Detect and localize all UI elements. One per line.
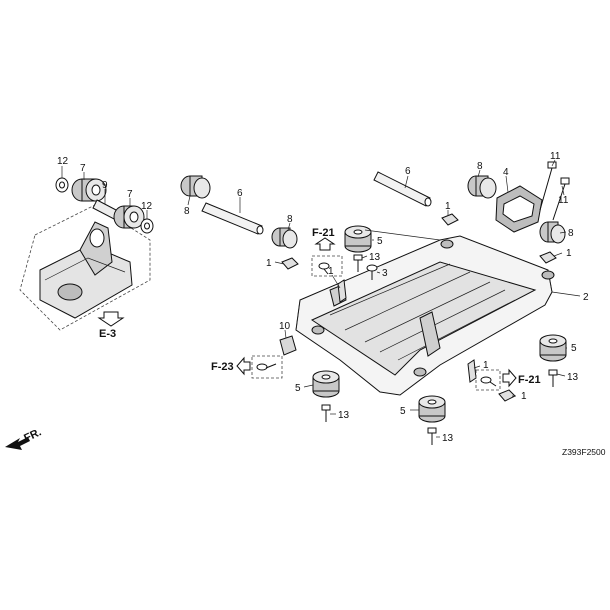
callout-13: 13	[338, 410, 350, 421]
callout-1: 1	[521, 391, 527, 402]
callout-12: 12	[141, 201, 153, 212]
rubber-mount-5-bottom	[418, 395, 446, 423]
callout-1: 1	[266, 258, 272, 269]
main-frame-2	[295, 235, 555, 396]
bushing-8-right	[539, 221, 566, 244]
callout-8: 8	[287, 214, 293, 225]
bolt-13-bottom	[427, 427, 437, 445]
pipe-6-right	[373, 171, 432, 207]
callout-5: 5	[295, 383, 301, 394]
fastener-box-f21-upper	[311, 255, 343, 277]
callout-5: 5	[400, 406, 406, 417]
pipe-6-left	[201, 202, 264, 235]
diagram-code: Z393F2500	[562, 447, 606, 457]
callout-9: 9	[102, 180, 108, 191]
callout-5: 5	[571, 343, 577, 354]
callout-7: 7	[80, 163, 86, 174]
svg-text:FR.: FR.	[22, 426, 43, 444]
bushing-7-left	[71, 178, 107, 202]
callout-1: 1	[566, 248, 572, 259]
nut-1-upper-left	[281, 257, 299, 270]
bushing-8-center	[271, 227, 298, 249]
nut-1-lower	[498, 389, 516, 402]
rubber-mount-5-right	[539, 334, 567, 362]
callout-1: 1	[483, 360, 489, 371]
bolt-11-upper	[539, 161, 557, 211]
nut-1-upper-right	[441, 213, 459, 226]
callout-8: 8	[184, 206, 190, 217]
callout-13: 13	[442, 433, 454, 444]
svg-text:E-3: E-3	[99, 328, 116, 340]
svg-text:F-21: F-21	[312, 227, 335, 239]
nut-1-lower-right	[467, 359, 477, 383]
fastener-box-f21-lower	[475, 369, 501, 391]
callout-10: 10	[279, 321, 291, 332]
ref-f21-upper: F-21	[312, 227, 336, 251]
front-direction-arrow: FR.	[5, 426, 43, 450]
callout-12: 12	[57, 156, 69, 167]
washer-12-left	[55, 177, 69, 193]
callout-2: 2	[583, 292, 589, 303]
callout-13: 13	[369, 252, 381, 263]
callout-7: 7	[127, 189, 133, 200]
callout-13: 13	[567, 372, 579, 383]
svg-text:F-21: F-21	[518, 374, 541, 386]
bolt-13-upper	[353, 254, 363, 272]
ref-f21-lower: F-21	[502, 368, 541, 388]
bolt-13-right	[548, 369, 558, 387]
rubber-mount-5-upper	[344, 225, 372, 253]
callout-6: 6	[237, 188, 243, 199]
svg-text:F-23: F-23	[211, 361, 234, 373]
nut-1-right	[539, 251, 557, 264]
screw-3	[366, 264, 378, 280]
callout-3: 3	[382, 268, 388, 279]
fastener-box-f23	[251, 355, 283, 379]
callouts: 12 7 9 7 12 8 6 8 6 8 4 11 11 8 1 1 1 1 …	[57, 151, 589, 444]
nut-1-center	[337, 279, 347, 303]
callout-5: 5	[377, 236, 383, 247]
bushing-8-upper-left	[180, 175, 211, 199]
ref-e3: E-3	[97, 311, 125, 340]
bolt-13-left	[321, 404, 331, 422]
callout-1: 1	[328, 266, 334, 277]
mount-bracket-4	[467, 175, 543, 233]
mount-assembly-left	[19, 204, 151, 331]
callout-4: 4	[503, 167, 509, 178]
leader-lines	[61, 159, 581, 438]
callout-11: 11	[558, 195, 569, 206]
callout-11: 11	[550, 151, 561, 162]
callout-1: 1	[445, 201, 451, 212]
ref-f23: F-23	[211, 356, 251, 376]
clip-10	[279, 335, 297, 356]
bushing-7-right	[113, 205, 145, 229]
callout-8: 8	[568, 228, 574, 239]
washer-12-right	[140, 218, 154, 234]
callout-8: 8	[477, 161, 483, 172]
callout-6: 6	[405, 166, 411, 177]
rubber-mount-5-left	[312, 370, 340, 398]
